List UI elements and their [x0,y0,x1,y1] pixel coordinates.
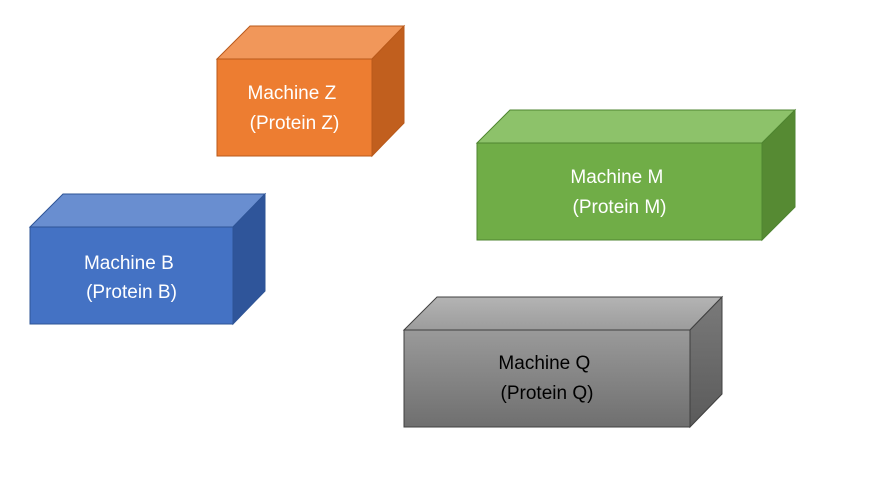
box-machine-z-label-line2: (Protein Z) [250,113,340,134]
box-machine-b-front [29,226,234,325]
box-machine-b-label: Machine B (Protein B) [84,253,179,303]
box-machine-z-top [215,25,406,60]
box-machine-z-front [216,58,373,157]
box-machine-q-label-line1: Machine Q [498,353,590,374]
box-machine-z: Machine Z (Protein Z) [215,24,406,158]
box-machine-q-top [402,296,724,331]
box-machine-z-label-line1: Machine Z [248,83,337,104]
box-machine-b: Machine B (Protein B) [28,192,267,326]
box-machine-q-label-line2: (Protein Q) [501,383,594,404]
box-machine-m-label-line2: (Protein M) [573,197,667,218]
box-machine-b-top [28,193,267,228]
box-machine-m-top [475,109,797,144]
box-machine-b-label-line1: Machine B [84,253,174,274]
box-machine-b-label-line2: (Protein B) [86,282,177,303]
box-machine-q-label: Machine Q (Protein Q) [498,353,595,404]
box-machine-m-label: Machine M (Protein M) [570,167,668,218]
box-machine-m-label-line1: Machine M [570,167,663,188]
box-machine-q-front [403,329,691,428]
box-machine-z-label: Machine Z (Protein Z) [248,83,342,134]
box-machine-q: Machine Q (Protein Q) [402,295,724,429]
box-machine-m: Machine M (Protein M) [475,108,797,242]
box-machine-m-front [476,142,763,241]
